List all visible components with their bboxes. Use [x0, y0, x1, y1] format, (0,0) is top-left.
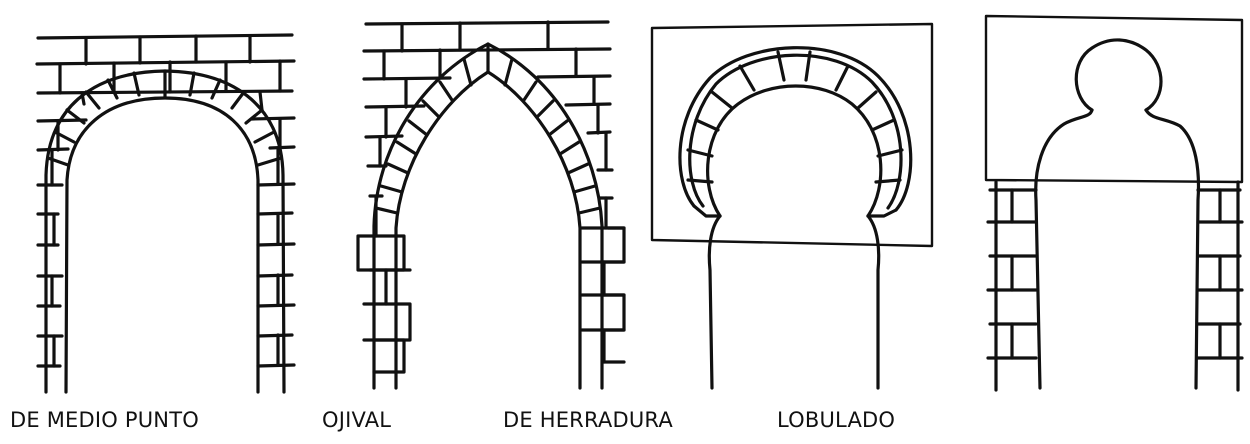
arch-lobulado-opening [1034, 38, 1201, 390]
arch-herradura-alfiz-frame [650, 22, 934, 248]
caption-ojival: OJIVAL [322, 408, 392, 432]
caption-lobulado: LOBULADO [777, 408, 896, 432]
arch-lobulado [984, 14, 1244, 392]
arch-medio-punto [35, 33, 296, 394]
arch-lobulado-frame [984, 14, 1244, 184]
arch-herradura-voussoirs [678, 46, 913, 390]
caption-de-herradura: DE HERRADURA [503, 408, 673, 432]
arch-herradura [650, 22, 934, 390]
arch-medio-punto-voussoirs [44, 69, 286, 394]
arch-lobulado-brick-piers [986, 180, 1244, 392]
caption-de-medio-punto: DE MEDIO PUNTO [10, 408, 199, 432]
arch-ojival-voussoirs [372, 42, 604, 390]
arch-ojival [356, 20, 626, 390]
